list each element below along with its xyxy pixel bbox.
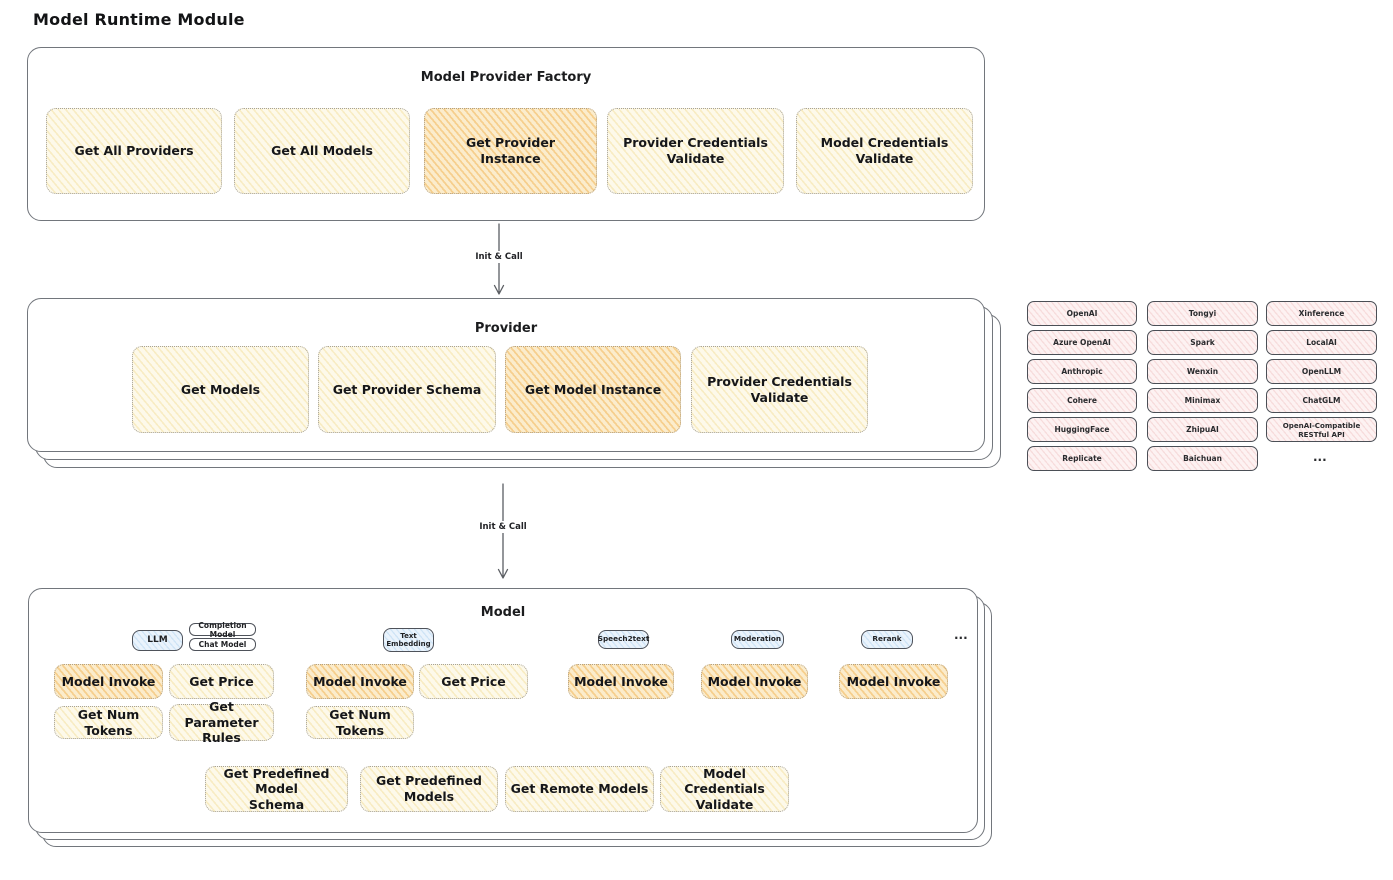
provider-chip-tongyi: Tongyi (1147, 301, 1258, 326)
factory-group: Model Provider Factory Get All Providers… (27, 47, 985, 221)
provider-item-get-models: Get Models (132, 346, 309, 433)
provider-item-get-provider-schema: Get Provider Schema (318, 346, 496, 433)
provider-chip-baichuan: Baichuan (1147, 446, 1258, 471)
arrow-2-label: Init & Call (468, 521, 538, 533)
model-tags-more: ... (954, 628, 968, 642)
provider-title: Provider (474, 321, 538, 336)
provider-item-provider-credentials-validate: Provider Credentials Validate (691, 346, 868, 433)
provider-chip-minimax: Minimax (1147, 388, 1258, 413)
provider-item-get-model-instance: Get Model Instance (505, 346, 681, 433)
provider-chip-localai: LocalAI (1266, 330, 1377, 355)
provider-chip-spark: Spark (1147, 330, 1258, 355)
llm-get-parameter-rules: Get Parameter Rules (169, 699, 274, 745)
tag-llm: LLM (132, 630, 183, 651)
provider-chip-openai-compatible: OpenAI-Compatible RESTful API (1266, 417, 1377, 442)
text-embedding-get-num-tokens: Get Num Tokens (306, 706, 414, 739)
common-model-credentials-validate: Model Credentials Validate (660, 766, 789, 812)
provider-chip-cohere: Cohere (1027, 388, 1137, 413)
common-get-predefined-model-schema: Get Predefined Model Schema (205, 766, 348, 812)
provider-chip-openai: OpenAI (1027, 301, 1137, 326)
factory-item-model-credentials-validate: Model Credentials Validate (796, 108, 973, 194)
provider-box: Provider Get Models Get Provider Schema … (27, 298, 985, 452)
llm-model-invoke: Model Invoke (54, 664, 163, 699)
provider-chip-openllm: OpenLLM (1266, 359, 1377, 384)
common-get-remote-models: Get Remote Models (505, 766, 654, 812)
tag-text-embedding: Text Embedding (383, 628, 434, 652)
factory-item-provider-credentials-validate: Provider Credentials Validate (607, 108, 784, 194)
factory-item-get-provider-instance: Get Provider Instance (424, 108, 597, 194)
tag-rerank: Rerank (861, 630, 913, 649)
tag-completion-model: Completion Model (189, 621, 256, 639)
llm-get-price: Get Price (169, 664, 274, 699)
provider-list-more: ... (1313, 450, 1327, 464)
factory-box: Model Provider Factory Get All Providers… (27, 47, 985, 221)
factory-title: Model Provider Factory (420, 70, 592, 85)
model-group: Model LLM Completion Model Chat Model Te… (28, 588, 1008, 850)
model-title: Model (480, 605, 526, 620)
common-get-predefined-models: Get Predefined Models (360, 766, 498, 812)
arrow-1-label: Init & Call (464, 251, 534, 263)
provider-chip-anthropic: Anthropic (1027, 359, 1137, 384)
moderation-model-invoke: Model Invoke (701, 664, 808, 699)
factory-item-get-all-providers: Get All Providers (46, 108, 222, 194)
llm-get-num-tokens: Get Num Tokens (54, 706, 163, 739)
provider-chip-replicate: Replicate (1027, 446, 1137, 471)
rerank-model-invoke: Model Invoke (839, 664, 948, 699)
speech2text-model-invoke: Model Invoke (568, 664, 674, 699)
model-box: Model LLM Completion Model Chat Model Te… (28, 588, 978, 833)
tag-speech2text: Speech2text (598, 630, 649, 649)
provider-chip-chatglm: ChatGLM (1266, 388, 1377, 413)
provider-chip-wenxin: Wenxin (1147, 359, 1258, 384)
provider-chip-huggingface: HuggingFace (1027, 417, 1137, 442)
tag-chat-model: Chat Model (189, 638, 256, 651)
provider-chip-azure-openai: Azure OpenAI (1027, 330, 1137, 355)
text-embedding-get-price: Get Price (419, 664, 528, 699)
provider-chip-zhipuai: ZhipuAI (1147, 417, 1258, 442)
text-embedding-model-invoke: Model Invoke (306, 664, 414, 699)
factory-item-get-all-models: Get All Models (234, 108, 410, 194)
provider-chip-xinference: Xinference (1266, 301, 1377, 326)
page-title: Model Runtime Module (33, 10, 245, 29)
tag-moderation: Moderation (731, 630, 784, 649)
provider-group: Provider Get Models Get Provider Schema … (27, 298, 1017, 474)
